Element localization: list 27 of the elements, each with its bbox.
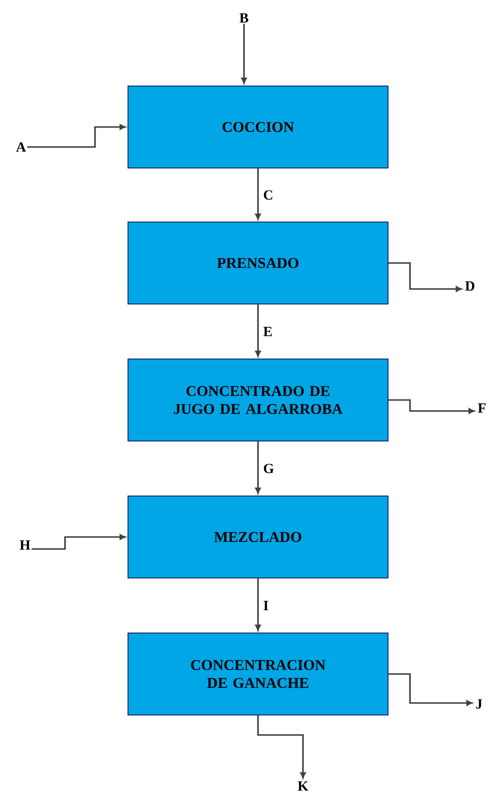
stream-label: A bbox=[16, 142, 26, 152]
arrow bbox=[255, 441, 261, 494]
stream-label: K bbox=[298, 781, 308, 791]
arrow bbox=[32, 534, 126, 550]
arrow bbox=[241, 24, 247, 84]
edge-label: I bbox=[262, 600, 270, 612]
stream-label: J bbox=[476, 699, 482, 709]
stream-label: F bbox=[478, 403, 486, 413]
arrow bbox=[257, 715, 306, 778]
arrow bbox=[255, 304, 261, 357]
process-box: PRENSADO bbox=[128, 222, 388, 304]
stream-label: B bbox=[240, 13, 248, 23]
edge-label: G bbox=[262, 462, 276, 474]
arrow bbox=[255, 578, 261, 631]
process-box: MEZCLADO bbox=[128, 496, 388, 578]
process-box: COCCION bbox=[128, 86, 388, 168]
edge-label: E bbox=[262, 326, 274, 338]
edge-label: C bbox=[262, 189, 274, 201]
arrow bbox=[388, 262, 462, 292]
arrow bbox=[388, 399, 474, 414]
arrow bbox=[255, 168, 261, 220]
process-box: CONCENTRACION DE GANACHE bbox=[128, 632, 388, 716]
arrow bbox=[388, 673, 472, 706]
process-box: CONCENTRADO DE JUGO DE ALGARROBA bbox=[128, 358, 388, 442]
stream-label: D bbox=[465, 281, 474, 291]
arrow bbox=[27, 124, 126, 148]
stream-label: H bbox=[20, 540, 30, 550]
